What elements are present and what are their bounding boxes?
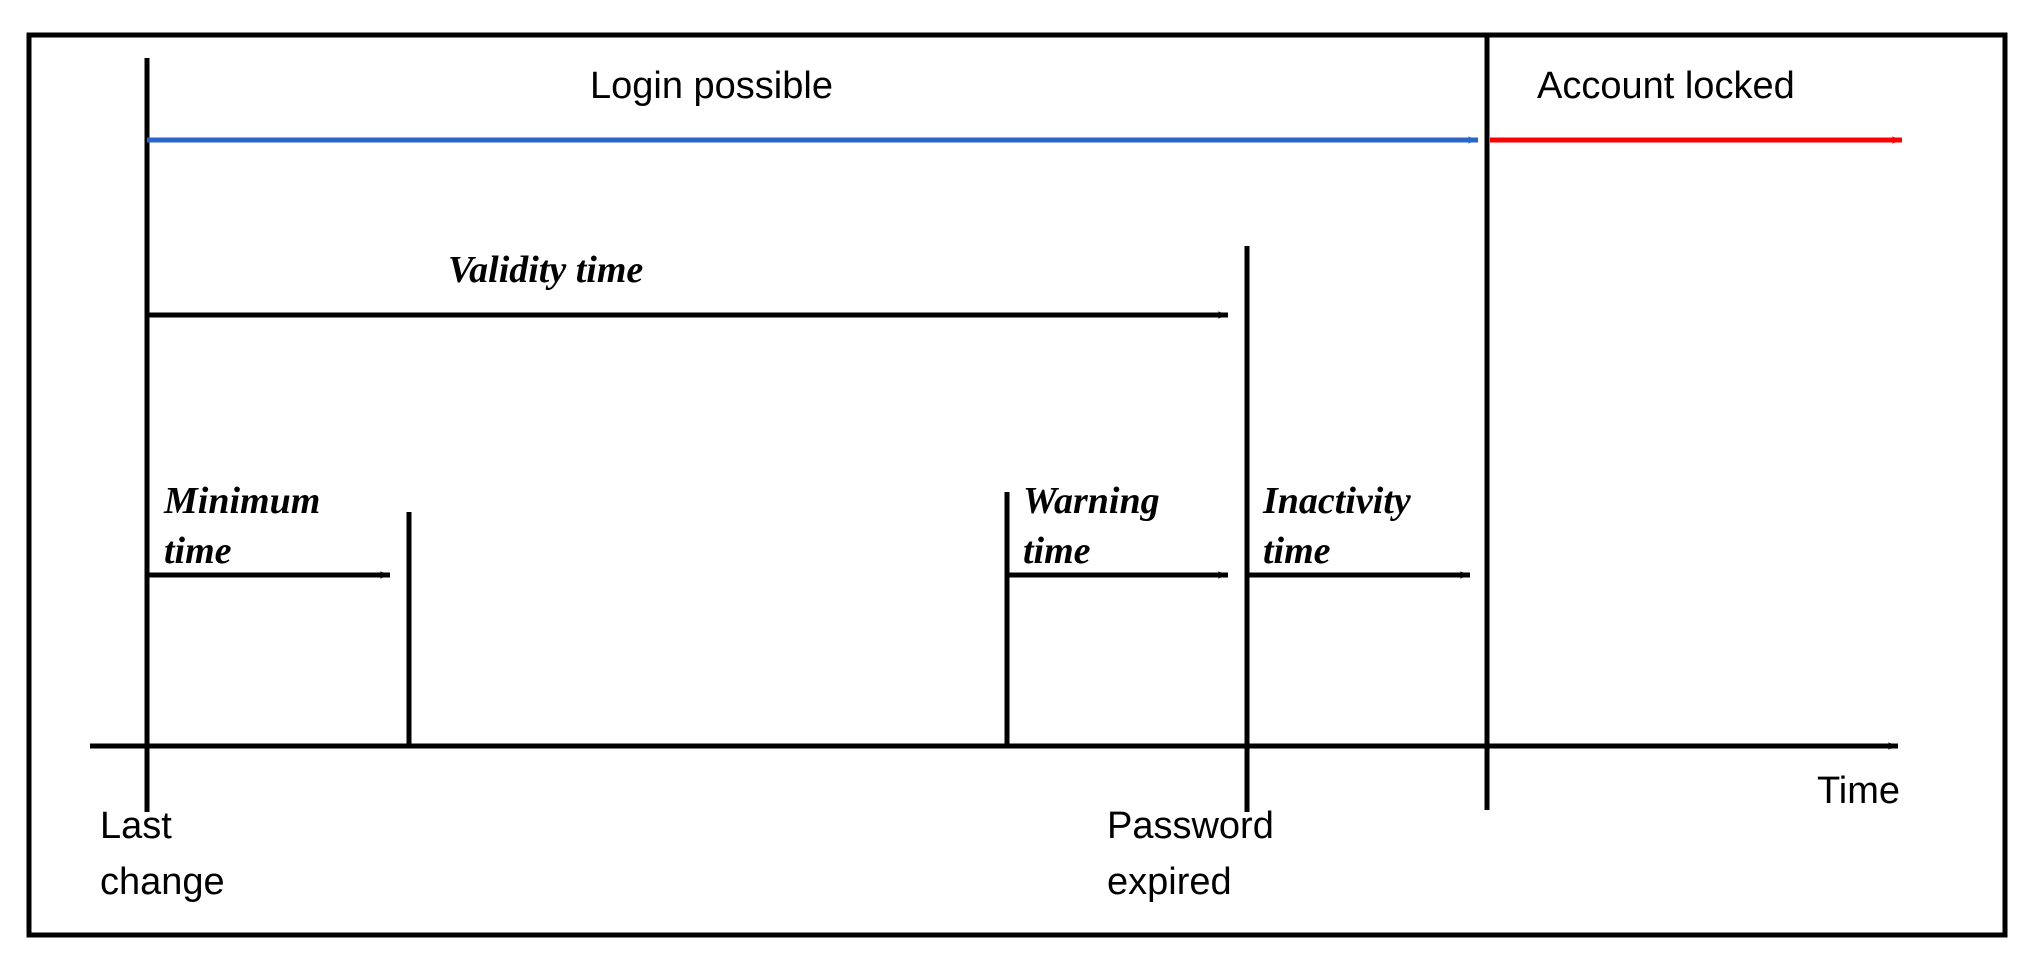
warning-time-label-line2: time <box>1023 530 1091 572</box>
last-change-label-line1: Last <box>100 805 172 847</box>
minimum-time-label-line1: Minimum <box>163 480 320 522</box>
last-change-label-line2: change <box>100 861 225 903</box>
diagram-frame <box>26 32 2008 938</box>
password-expired-label-line1: Password <box>1107 805 1274 847</box>
account-locked-label: Account locked <box>1537 65 1795 107</box>
password-expired-label-line2: expired <box>1107 861 1232 903</box>
validity-time-label: Validity time <box>448 249 643 291</box>
minimum-time-label-line2: time <box>164 530 232 572</box>
inactivity-time-label-line2: time <box>1263 530 1331 572</box>
time-axis-label: Time <box>1817 770 1900 812</box>
login-possible-label: Login possible <box>590 65 833 107</box>
inactivity-time-label-line1: Inactivity <box>1262 480 1411 522</box>
warning-time-label-line1: Warning <box>1023 480 1160 522</box>
